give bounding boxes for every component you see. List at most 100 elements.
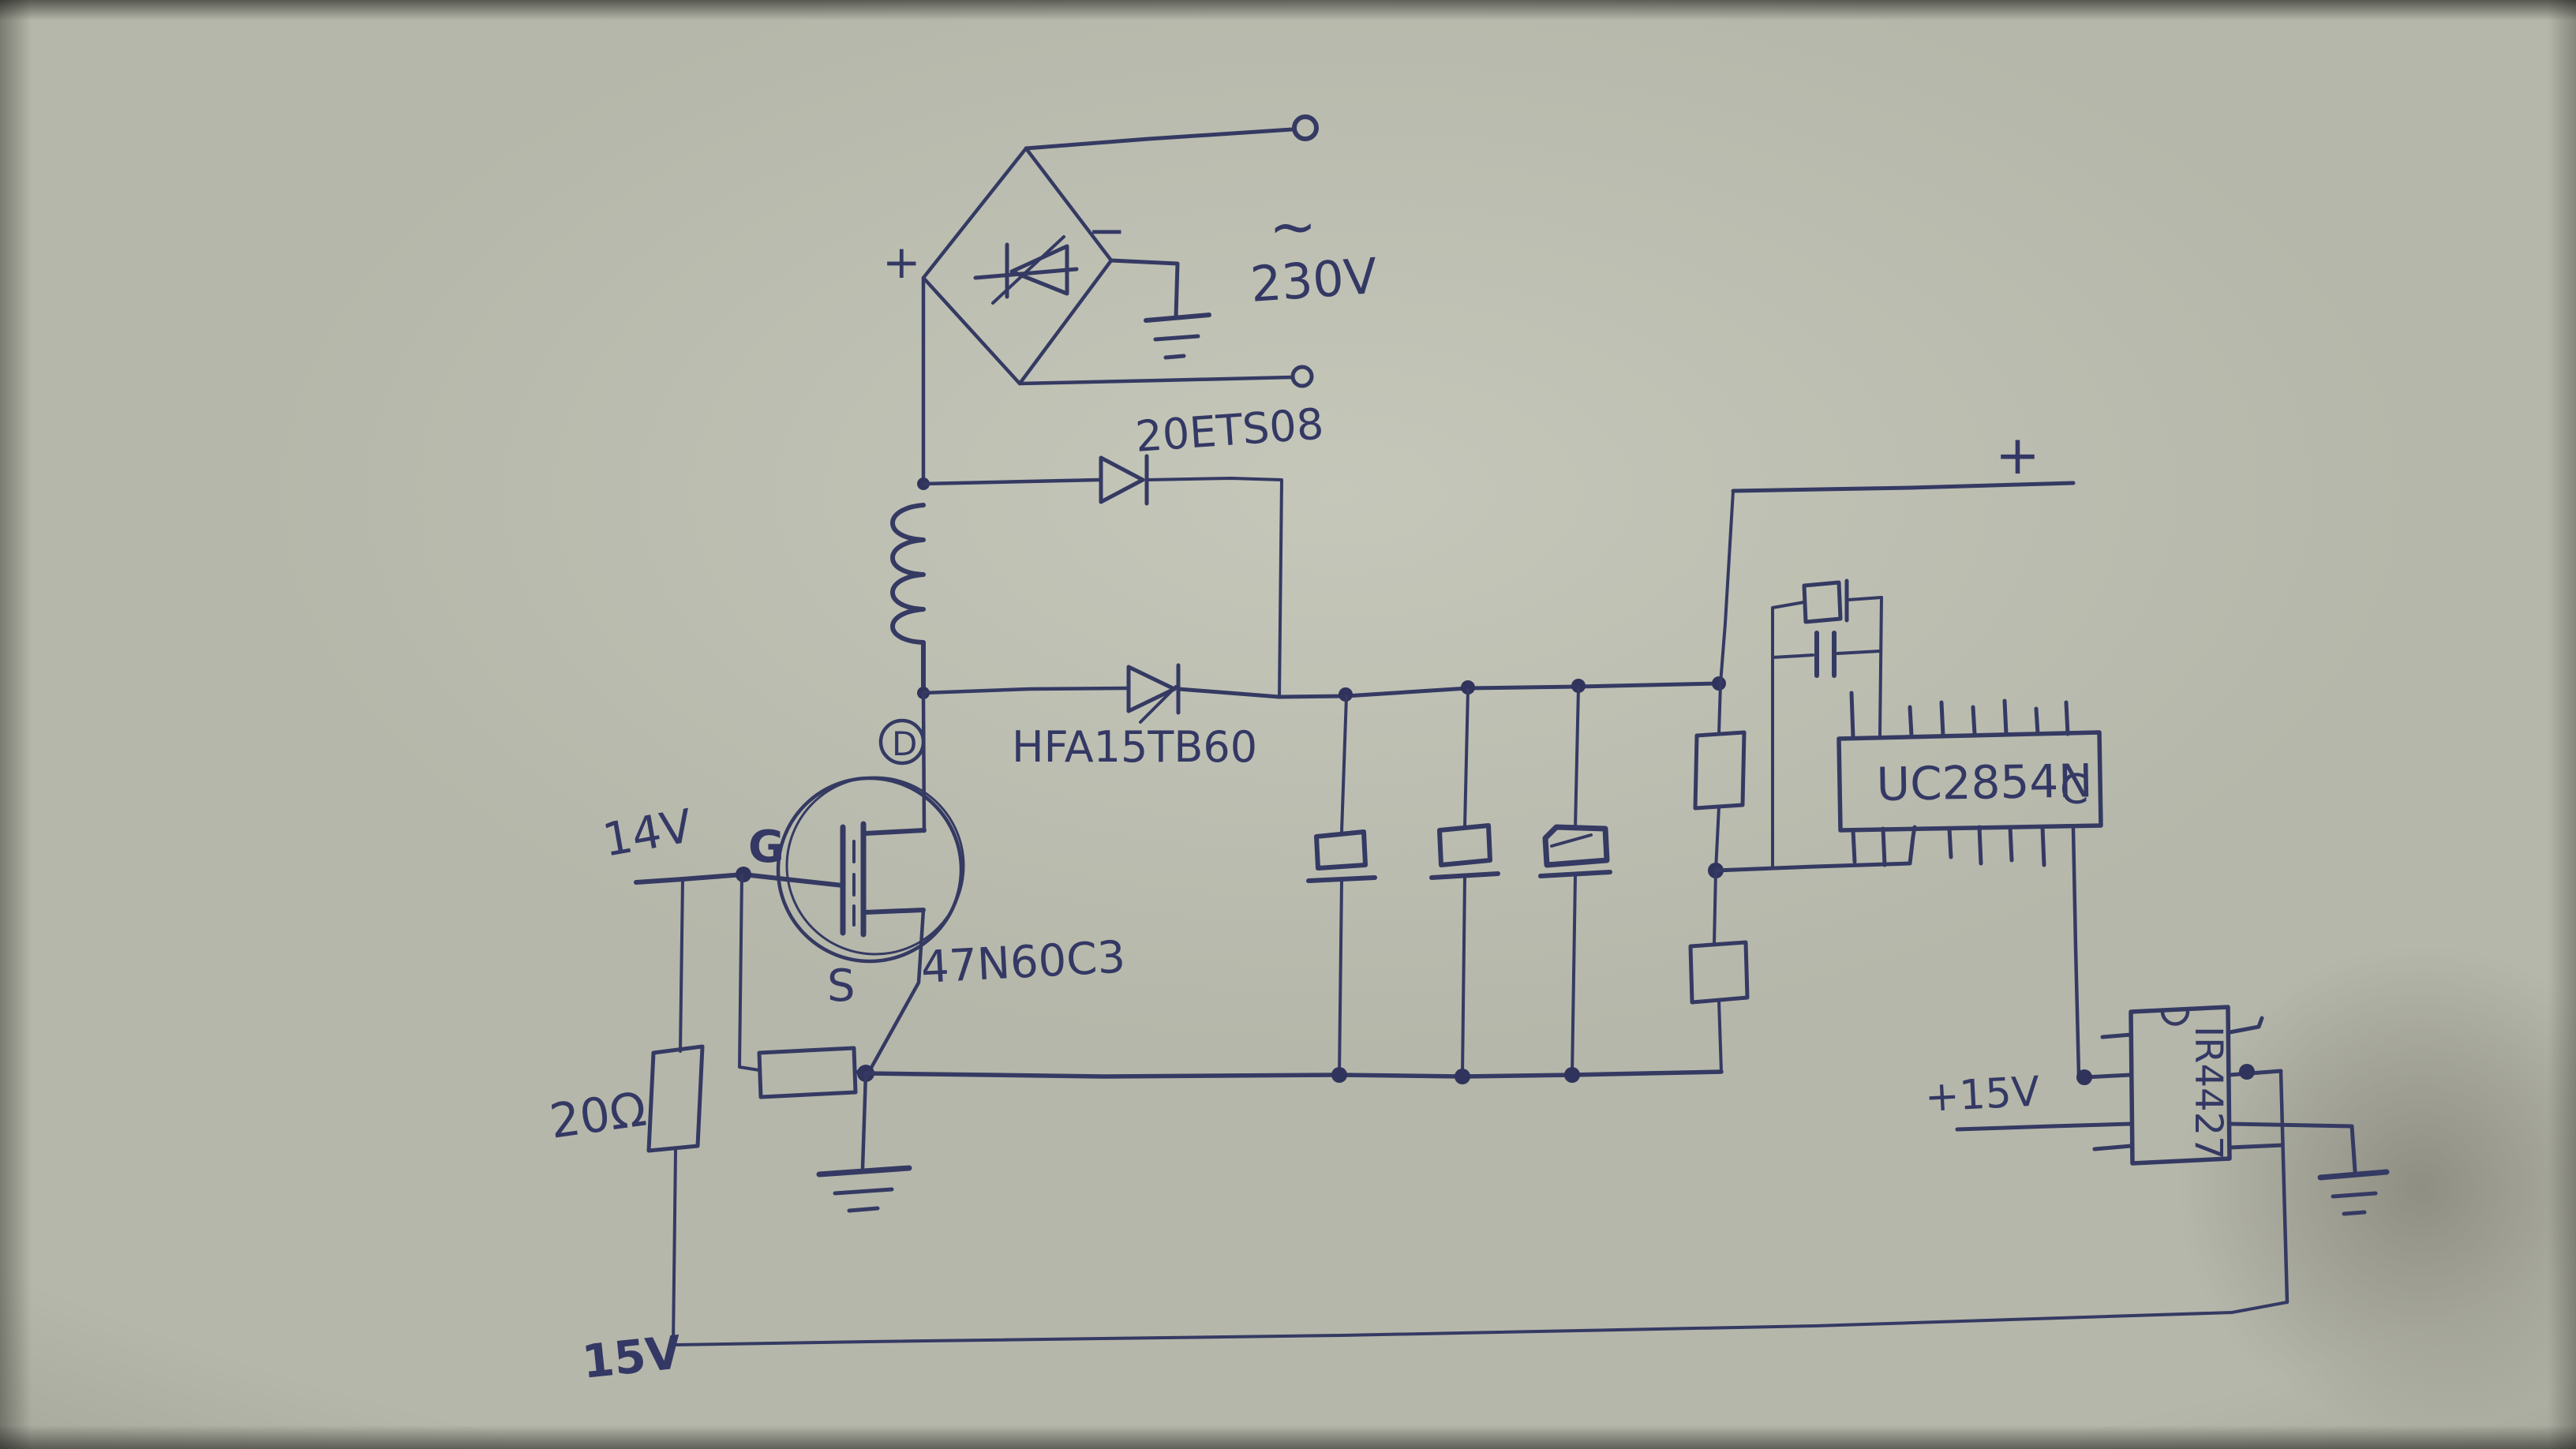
label-ac-voltage: 230V bbox=[1249, 247, 1379, 313]
wire-bypass-right-down bbox=[1145, 477, 1283, 698]
ground-ac-icon bbox=[1144, 313, 1211, 360]
comp-right-rail bbox=[1878, 596, 1883, 737]
wire-bridge-to-ground bbox=[1109, 258, 1180, 320]
inductor-coil-icon bbox=[890, 503, 926, 695]
resistor-20ohm-box bbox=[646, 1044, 705, 1153]
cap3-bottom-plate bbox=[1538, 870, 1612, 878]
wire-top-terminal bbox=[1024, 127, 1294, 151]
cap3-scribble bbox=[1550, 833, 1593, 848]
comp-left-rail bbox=[1771, 601, 1806, 870]
gate-driver-ic: IR4427 +15V bbox=[1924, 1005, 2390, 1305]
label-ir4427: IR4427 bbox=[2186, 1026, 2230, 1160]
label-ac-tilde: ~ bbox=[1269, 193, 1316, 260]
wire-bypass-left bbox=[921, 477, 1102, 486]
wire-gate-pulldown bbox=[738, 873, 761, 1072]
junction-dot-driver-output bbox=[2239, 1064, 2255, 1080]
junction-dot-cap1-bottom bbox=[1331, 1067, 1347, 1083]
wire-boost-left bbox=[921, 686, 1129, 695]
wire-driver-output-drop bbox=[2278, 1069, 2290, 1305]
label-plus15v: +15V bbox=[1924, 1068, 2042, 1121]
uc2854n-bottom-pins bbox=[1851, 825, 2046, 867]
boost-diode-branch: HFA15TB60 bbox=[917, 663, 1726, 772]
pfc-controller-ic: UC2854N C bbox=[1837, 691, 2103, 1078]
label-20ohm: 20Ω bbox=[546, 1082, 650, 1150]
ground-driver-icon bbox=[2317, 1169, 2390, 1216]
bypass-diode-branch: 20ETS08 bbox=[917, 275, 1326, 698]
bridge-diamond bbox=[921, 146, 1114, 386]
mosfet-drain-circled-icon bbox=[878, 718, 926, 766]
output-plus-rail bbox=[1731, 481, 2076, 493]
sense-resistor-upper-box bbox=[1693, 730, 1747, 811]
compensation-network bbox=[1771, 578, 1883, 870]
cap2-bottom-plate bbox=[1429, 871, 1500, 880]
mosfet-body-circle-retrace bbox=[785, 776, 965, 956]
ac-input-terminals: ~ 230V bbox=[1017, 114, 1379, 388]
label-mosfet-source: S bbox=[827, 960, 856, 1012]
label-15v: 15V bbox=[579, 1325, 683, 1389]
capacitor-2 bbox=[1429, 687, 1500, 1076]
uc2854n-top-pins bbox=[1849, 691, 2070, 739]
boost-diode-triangle-icon bbox=[1126, 665, 1177, 713]
bypass-diode-triangle-icon bbox=[1099, 455, 1145, 504]
wire-15v-supply bbox=[1955, 1121, 2133, 1132]
label-mosfet-part: 47N60C3 bbox=[919, 932, 1126, 994]
junction-dot-driver-input bbox=[2076, 1069, 2092, 1085]
mosfet-source-wire bbox=[866, 908, 926, 1076]
bridge-rectifier: + − bbox=[882, 146, 1211, 386]
mosfet-source-lead bbox=[863, 908, 926, 915]
uc2854n-box bbox=[1837, 730, 2103, 833]
junction-dot-cap3-bottom bbox=[1564, 1067, 1580, 1083]
boost-diode-scribble bbox=[1139, 685, 1178, 724]
label-boost-diode: HFA15TB60 bbox=[1012, 722, 1257, 772]
mosfet-body-circle bbox=[776, 776, 964, 964]
bridge-diode-scribble bbox=[991, 235, 1065, 305]
comp-cap-box bbox=[1802, 580, 1843, 624]
mosfet-drain-wire bbox=[921, 691, 927, 833]
wire-uc-to-driver bbox=[2071, 826, 2081, 1078]
capacitor-1 bbox=[1306, 695, 1377, 1076]
drive-rail-bottom: 15V bbox=[579, 1301, 2289, 1389]
bottom-drive-rail bbox=[672, 1301, 2289, 1346]
junction-dot-cap1-top bbox=[1339, 687, 1353, 702]
wire-14v-down bbox=[679, 878, 684, 1053]
mosfet: D G S 47N60C3 bbox=[748, 691, 1127, 1076]
wire-20ohm-down bbox=[672, 1149, 677, 1346]
ac-terminal-bottom-icon bbox=[1290, 365, 1314, 388]
gate-wire bbox=[634, 872, 845, 888]
capacitor-3 bbox=[1538, 686, 1612, 1076]
label-bridge-minus: − bbox=[1088, 204, 1126, 257]
label-bypass-diode: 20ETS08 bbox=[1134, 399, 1326, 462]
ir4427-notch-icon bbox=[2160, 1009, 2190, 1026]
label-mosfet-drain: D bbox=[892, 724, 917, 763]
wire-output-drop bbox=[1719, 489, 1735, 685]
label-bridge-plus: + bbox=[882, 235, 921, 289]
bottom-mid-rail bbox=[863, 1069, 1724, 1079]
gate-network: 14V 20Ω bbox=[546, 799, 868, 1346]
cap1-top-plate-box bbox=[1314, 829, 1368, 871]
junction-dot-cap2-top bbox=[1461, 680, 1475, 695]
dc-rail bbox=[1176, 681, 1721, 699]
source-ground-rail bbox=[816, 1065, 1724, 1213]
gate-resistor-box bbox=[757, 1046, 858, 1099]
label-mosfet-gate: G bbox=[748, 822, 784, 873]
label-uc2854n-notch: C bbox=[2060, 766, 2088, 814]
bulk-capacitors bbox=[1306, 686, 1612, 1076]
output-and-sense-divider: + bbox=[1688, 425, 2076, 1073]
label-uc2854n: UC2854N bbox=[1876, 754, 2093, 811]
junction-dot-cap2-bottom bbox=[1455, 1069, 1470, 1084]
cap3-top-plate-box bbox=[1542, 824, 1610, 868]
cap2-top-plate-box bbox=[1437, 823, 1492, 867]
wire-bottom-terminal bbox=[1017, 375, 1294, 386]
label-14v: 14V bbox=[599, 799, 697, 867]
ir4427-box bbox=[2129, 1005, 2232, 1166]
cap1-bottom-plate bbox=[1306, 875, 1377, 883]
label-output-plus: + bbox=[1995, 425, 2040, 487]
ground-source-icon bbox=[816, 1165, 912, 1213]
ir4427-left-pins bbox=[1955, 1032, 2133, 1151]
ir4427-right-pins bbox=[2227, 1016, 2357, 1305]
wire-sense-node-to-ic bbox=[1713, 825, 1917, 873]
ac-terminal-top-icon bbox=[1292, 114, 1319, 141]
